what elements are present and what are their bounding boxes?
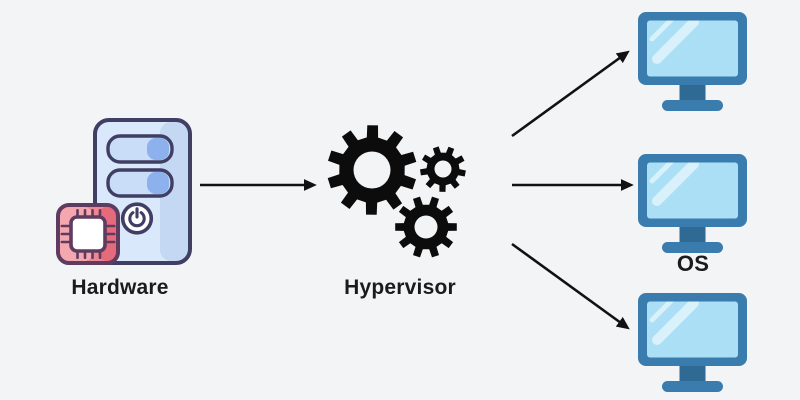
power-button-icon	[120, 202, 154, 235]
gear-large-icon	[327, 125, 417, 215]
vm-monitor-icon	[638, 154, 747, 253]
hardware-icon	[56, 118, 192, 265]
gear-medium-icon	[395, 196, 457, 258]
arrow-hypervisor-to-vm1	[511, 50, 630, 138]
cpu-chip-icon	[56, 203, 120, 265]
vm-monitor-icon	[638, 12, 747, 111]
gear-small-icon	[420, 146, 466, 192]
tower-slot-icon	[106, 168, 174, 198]
vm-monitor-icon	[638, 293, 747, 392]
hypervisor-gears-icon	[327, 125, 466, 258]
arrow-hypervisor-to-vm3	[511, 242, 630, 330]
hypervisor-label: Hypervisor	[344, 276, 456, 299]
os-label: OS	[676, 251, 710, 276]
chip-pins	[60, 209, 116, 259]
tower-slot-icon	[106, 134, 174, 164]
hardware-label: Hardware	[71, 276, 169, 299]
